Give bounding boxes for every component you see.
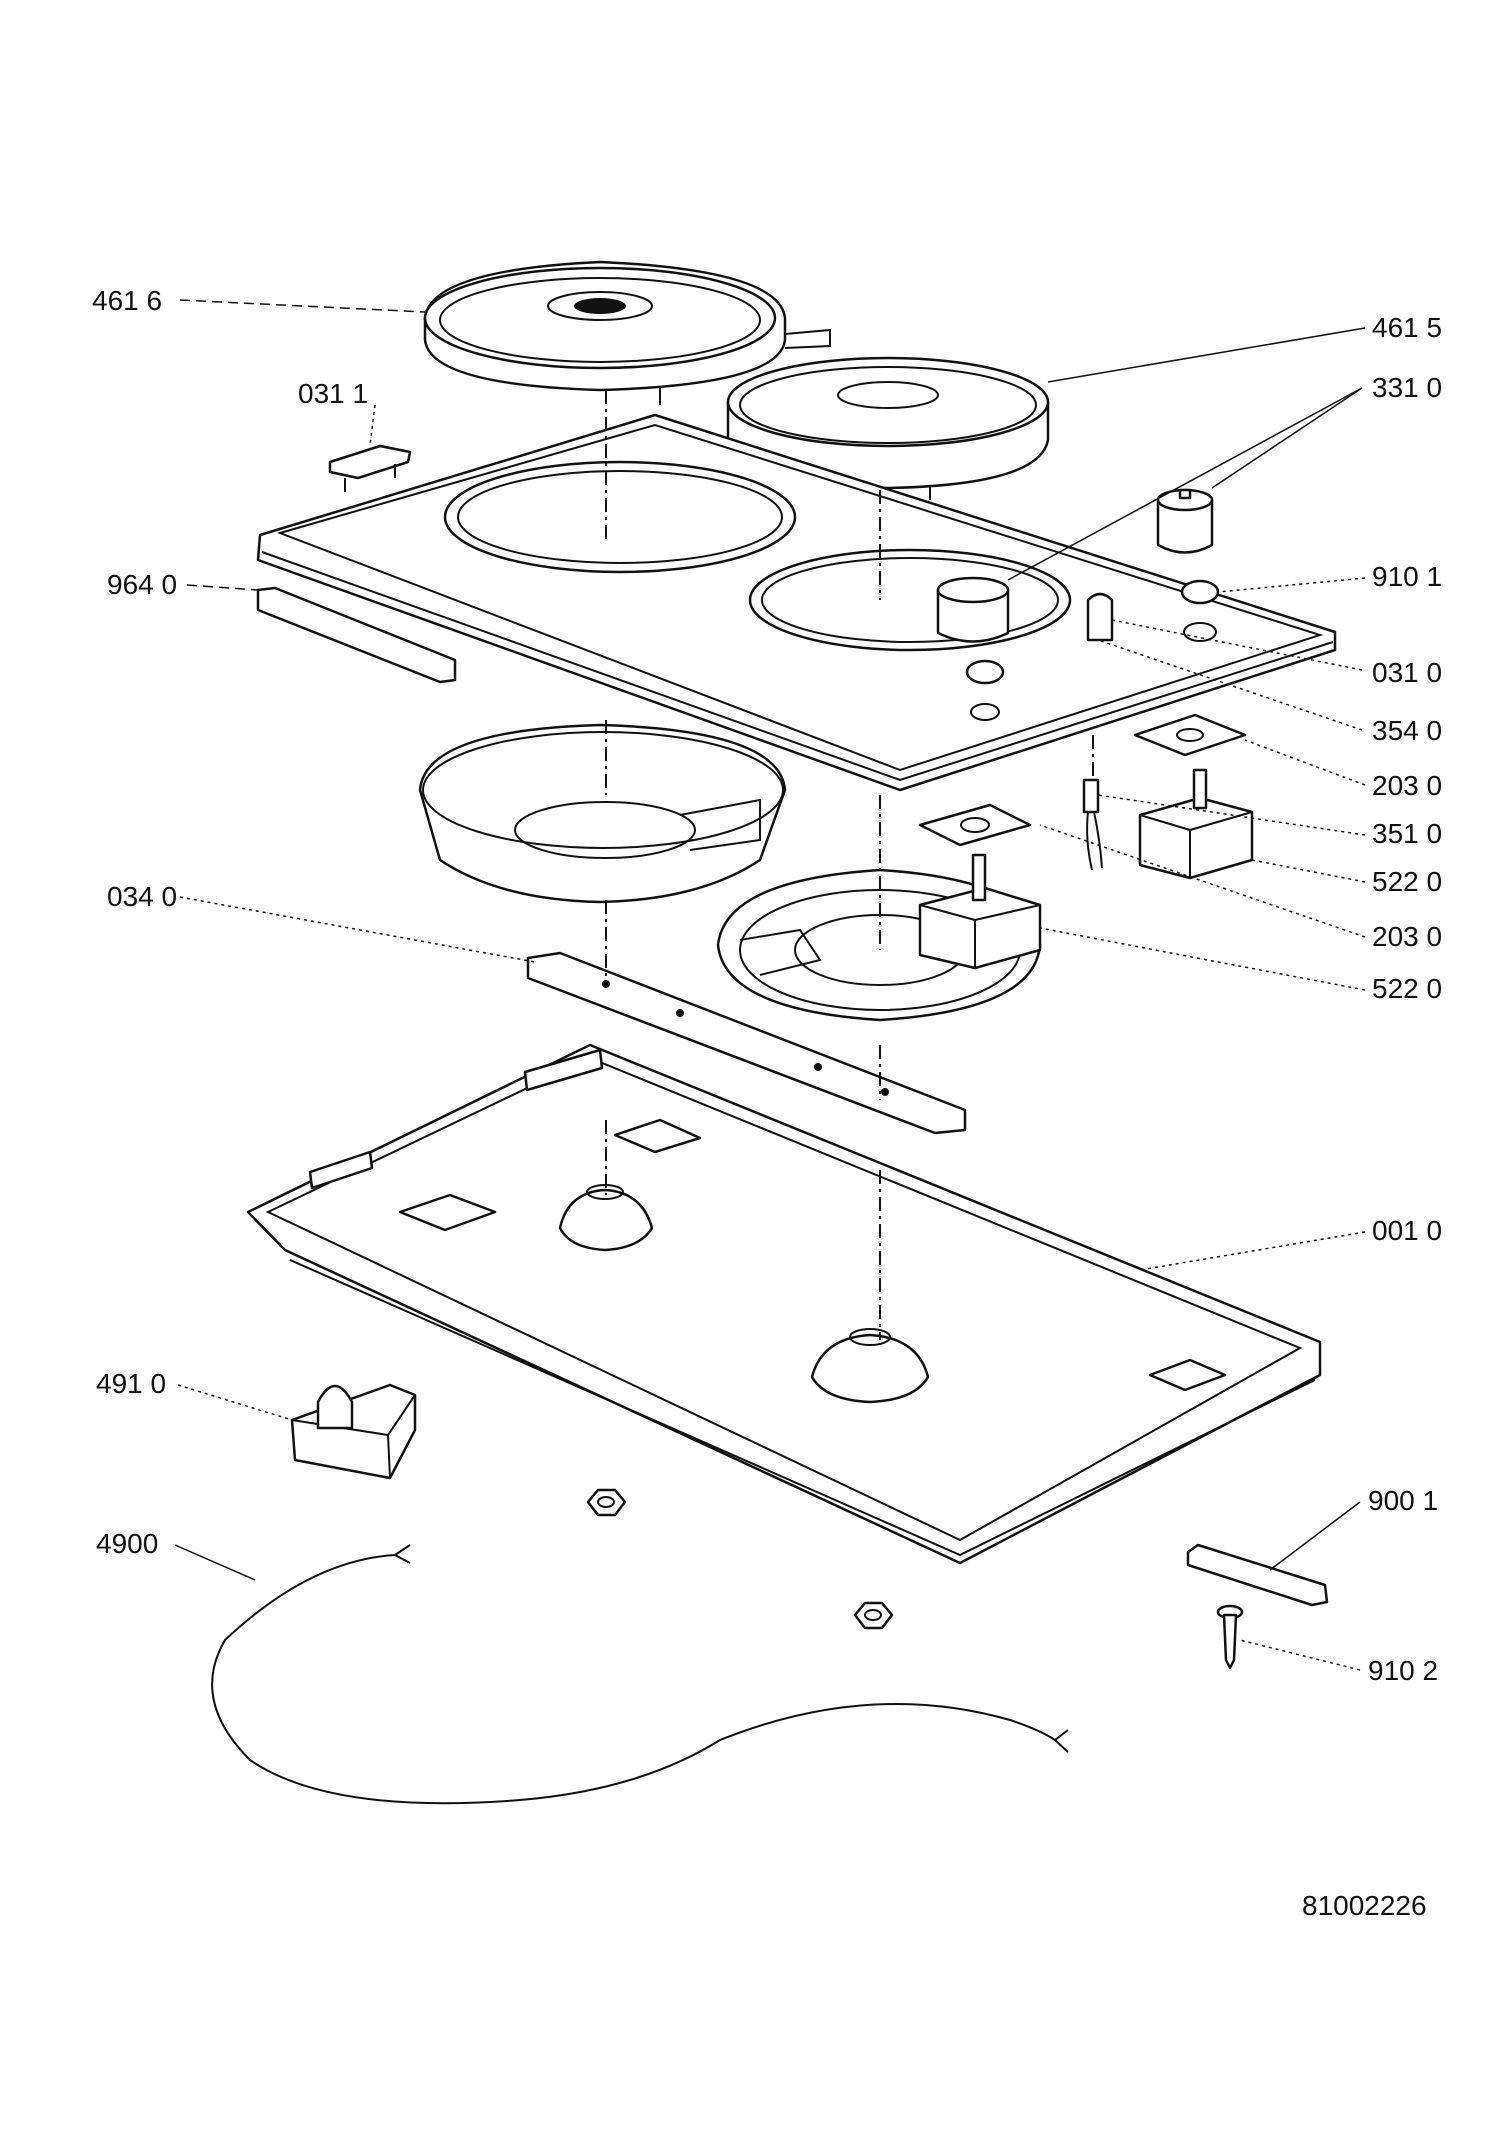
control-knobs	[936, 488, 1214, 643]
callout-labels: 461 6 461 5 031 1 331 0 964 0 910 1 031 …	[92, 285, 1442, 1921]
callout-900-1: 900 1	[1368, 1485, 1438, 1516]
terminal-block	[290, 1383, 417, 1480]
nuts	[586, 1488, 894, 1630]
screw	[1216, 1604, 1244, 1670]
callout-031-0: 031 0	[1372, 657, 1442, 688]
base-tray	[246, 1043, 1322, 1565]
callout-910-2: 910 2	[1368, 1655, 1438, 1686]
power-cable	[211, 1544, 1069, 1805]
callout-203-0-top: 203 0	[1372, 770, 1442, 801]
callout-522-0-top: 522 0	[1372, 866, 1442, 897]
clip-part	[328, 444, 412, 492]
callout-522-0-bottom: 522 0	[1372, 973, 1442, 1004]
callout-331-0: 331 0	[1372, 372, 1442, 403]
callout-4900: 4900	[96, 1528, 158, 1559]
drawing-number: 81002226	[1302, 1890, 1427, 1921]
assembly-axes	[605, 390, 1094, 1340]
callout-461-5: 461 5	[1372, 312, 1442, 343]
callout-203-0-bottom: 203 0	[1372, 921, 1442, 952]
callout-461-6: 461 6	[92, 285, 162, 316]
mounting-bracket	[526, 951, 967, 1135]
hotplate-large	[423, 260, 831, 405]
cable-clamp	[1186, 1543, 1329, 1607]
callout-031-1: 031 1	[298, 378, 368, 409]
energy-regulators	[918, 768, 1254, 970]
leader-lines	[174, 299, 1366, 1671]
callout-964-0: 964 0	[107, 569, 177, 600]
callout-001-0: 001 0	[1372, 1215, 1442, 1246]
callout-491-0: 491 0	[96, 1368, 166, 1399]
gaskets	[918, 713, 1247, 847]
callout-034-0: 034 0	[107, 881, 177, 912]
callout-354-0: 354 0	[1372, 715, 1442, 746]
hotplate-small	[726, 356, 1050, 500]
callout-351-0: 351 0	[1372, 818, 1442, 849]
callout-910-1: 910 1	[1372, 561, 1442, 592]
wire-connector	[1082, 778, 1103, 871]
